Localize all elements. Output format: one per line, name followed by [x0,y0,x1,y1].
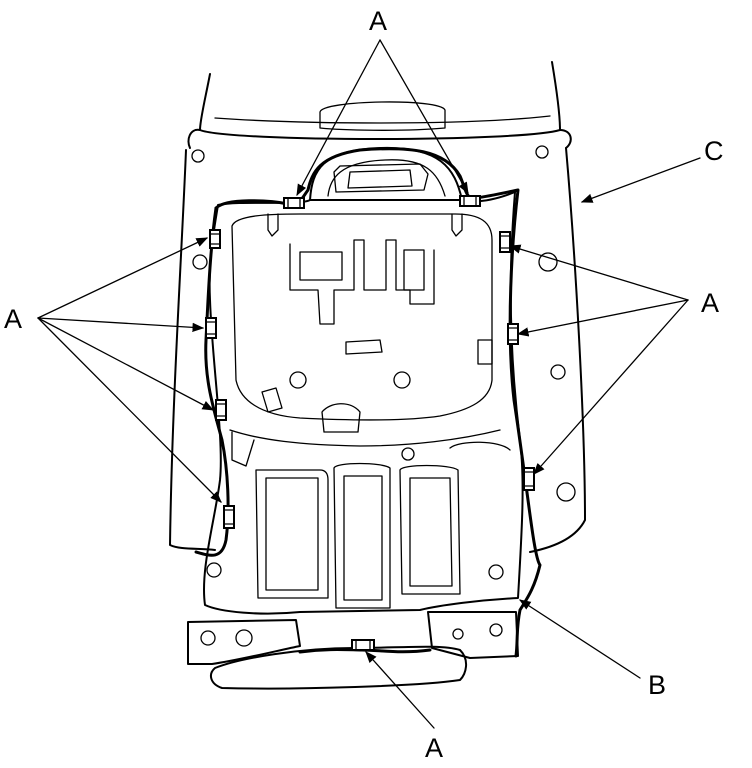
label-b: B [648,670,666,700]
cover-seam-wire [194,147,542,658]
clip-left-2 [205,317,217,339]
label-a-top: A [369,6,387,36]
clip-right-3 [523,467,535,491]
seat-cover-c [169,61,586,553]
clip-left-4 [223,505,235,529]
clip-right-1 [499,231,511,253]
clip-right-2 [507,323,519,345]
clip-left-3 [215,399,227,421]
label-a-right: A [701,288,719,318]
leader-lines [37,39,701,729]
clip-top-right [459,195,481,207]
clip-left-1 [209,229,221,249]
callout-labels: A A A A B C [4,6,724,763]
seat-frame-b [203,191,524,615]
label-c: C [704,136,724,166]
lower-bracket [187,611,519,665]
label-a-left: A [4,304,22,334]
clip-bottom [351,639,375,651]
clip-top-left [283,197,305,209]
label-a-bottom: A [425,733,443,763]
clips-a [205,195,535,651]
